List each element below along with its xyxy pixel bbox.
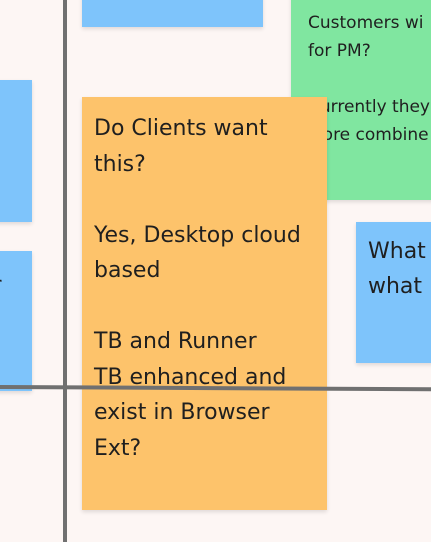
sticky-note-left-lower[interactable]: er <box>0 251 32 391</box>
sticky-note-text: Do Clients want this? Yes, Desktop cloud… <box>94 116 301 461</box>
sticky-note-text: What what i <box>368 239 431 299</box>
sticky-note-right[interactable]: What what i <box>356 222 431 363</box>
sticky-note-text: er <box>0 269 32 303</box>
grid-divider-vertical <box>63 0 67 542</box>
sticky-note-top-left[interactable] <box>82 0 263 27</box>
sticky-note-left-upper[interactable] <box>0 80 32 222</box>
sticky-note-orange[interactable]: Do Clients want this? Yes, Desktop cloud… <box>82 97 327 510</box>
